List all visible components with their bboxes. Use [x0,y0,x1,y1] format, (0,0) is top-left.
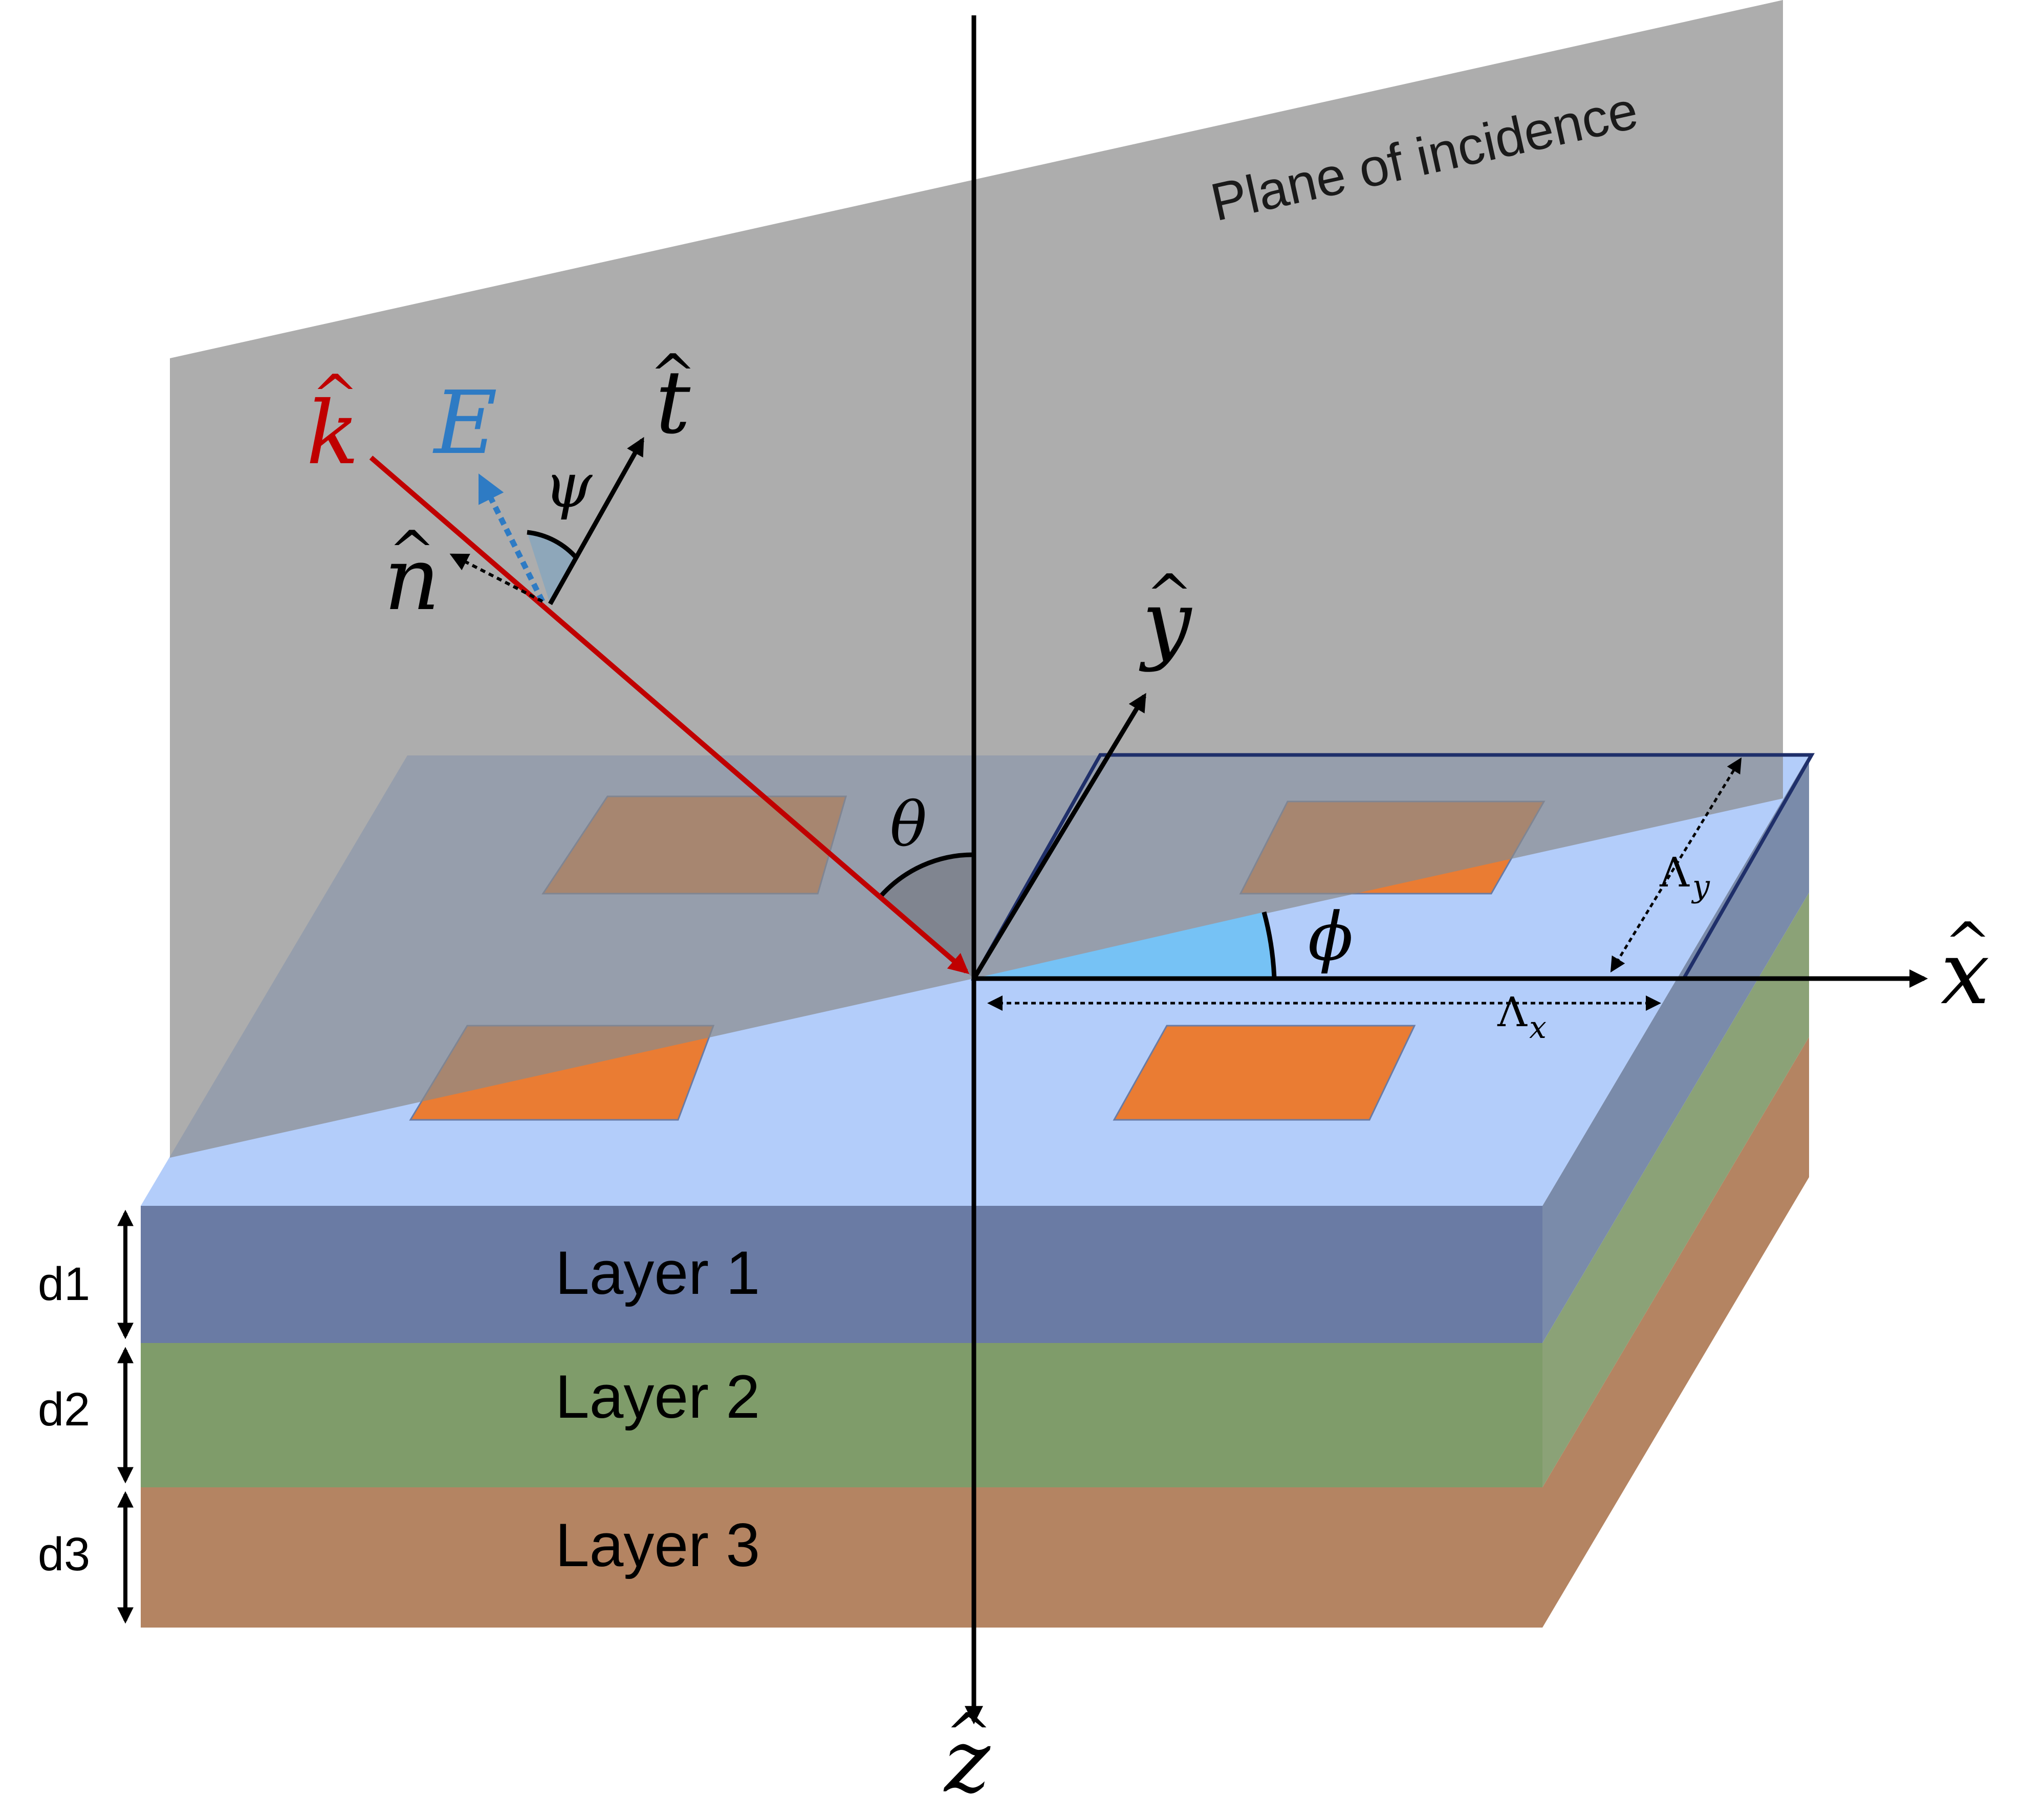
svg-text:Λ: Λ [1497,988,1528,1036]
layer1-side-face [1542,755,1809,1343]
svg-text:^: ^ [945,1701,992,1766]
psi-angle-wedge [527,532,577,604]
layer2-side-face [1542,893,1809,1487]
psi-angle-arc [527,530,579,560]
svg-text:^: ^ [312,362,359,428]
svg-text:t: t [656,352,691,453]
psi-label: ψ [544,450,593,522]
d3-label: d3 [38,1528,90,1580]
n-hat-label: n ^ [384,518,440,630]
k-hat-label: k ^ [306,362,359,484]
lambda-y-label: Λ y [1659,849,1710,904]
layer1-front [141,1206,1542,1343]
d2-label: d2 [38,1383,90,1436]
svg-text:y: y [1691,869,1710,904]
phi-label: ϕ [1308,898,1354,976]
svg-text:^: ^ [1944,910,1991,976]
svg-text:^: ^ [1146,562,1193,627]
patch-front-right [1113,1025,1416,1121]
svg-text:z: z [943,1711,991,1812]
theta-label: θ [890,789,927,860]
svg-text:^: ^ [388,518,436,584]
plane-of-incidence [170,0,1783,1158]
k-vector [369,456,970,974]
layer2-front [141,1343,1542,1487]
layer1-label: Layer 1 [555,1239,760,1307]
layer3-front [141,1487,1542,1628]
y-hat-label: y ^ [1139,562,1193,674]
svg-text:x: x [1529,1010,1547,1046]
phi-angle-arc [1261,911,1277,979]
E-vector [478,473,545,603]
svg-text:y: y [1139,572,1192,674]
theta-angle-wedge [880,854,974,979]
layer2-label: Layer 2 [555,1362,760,1431]
lambda-x-label: Λ x [1497,988,1547,1046]
lambda-y-dimension [1610,757,1742,973]
y-axis [972,692,1146,980]
d1-label: d1 [38,1258,90,1310]
z-hat-label: z ^ [943,1701,992,1812]
n-vector [449,553,543,603]
svg-text:Λ: Λ [1659,849,1690,896]
layer3-label: Layer 3 [555,1511,760,1579]
t-vector [548,437,644,605]
svg-text:n: n [384,529,440,630]
x-hat-label: x ^ [1941,910,1991,1024]
t-hat-label: t ^ [649,342,697,453]
svg-text:x: x [1941,923,1990,1024]
svg-text:^: ^ [649,342,697,407]
phi-angle-wedge [974,912,1274,979]
E-label: E [432,373,497,474]
theta-angle-arc [878,852,974,898]
svg-text:k: k [306,383,359,484]
layer3-side-face [1542,1037,1809,1628]
